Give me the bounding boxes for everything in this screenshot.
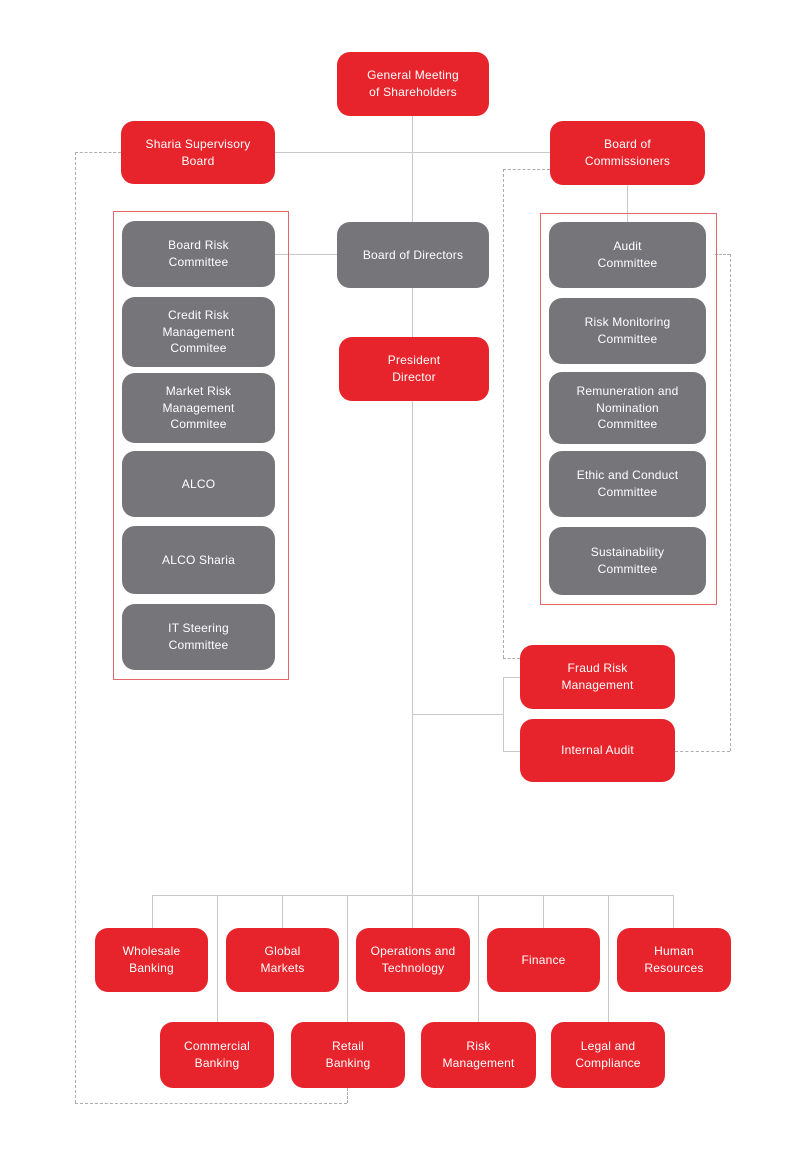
dashed-retail-up-stub bbox=[347, 1088, 348, 1103]
box-operations-and-technology: Operations and Technology bbox=[356, 928, 470, 992]
box-credit-risk-management-committee: Credit Risk Management Commitee bbox=[122, 297, 275, 367]
box-board-risk-committee: Board Risk Committee bbox=[122, 221, 275, 287]
dashed-sharia-left-stub bbox=[75, 152, 121, 153]
box-human-resources: Human Resources bbox=[617, 928, 731, 992]
connector-drop-humanresources bbox=[673, 895, 674, 928]
connector-drop-retail bbox=[347, 895, 348, 1022]
connector-center-to-bracket bbox=[412, 714, 503, 715]
box-audit-committee: Audit Committee bbox=[549, 222, 706, 288]
connector-commissioners-to-audit bbox=[627, 185, 628, 222]
connector-drop-riskmanagement bbox=[478, 895, 479, 1022]
box-president-director: President Director bbox=[339, 337, 489, 401]
connector-drop-operations bbox=[412, 895, 413, 928]
box-retail-banking: Retail Banking bbox=[291, 1022, 405, 1088]
box-alco: ALCO bbox=[122, 451, 275, 517]
right-committees-group-border bbox=[540, 213, 717, 605]
dashed-commissioners-rail bbox=[503, 169, 504, 658]
connector-top-horizontal bbox=[275, 152, 550, 153]
box-commercial-banking: Commercial Banking bbox=[160, 1022, 274, 1088]
dashed-fraudrisk-stub bbox=[503, 658, 520, 659]
dashed-internalaudit-right-stub bbox=[675, 751, 730, 752]
box-legal-and-compliance: Legal and Compliance bbox=[551, 1022, 665, 1088]
box-sustainability-committee: Sustainability Committee bbox=[549, 527, 706, 595]
connector-drop-finance bbox=[543, 895, 544, 928]
connector-center-vertical bbox=[412, 116, 413, 895]
box-remuneration-nomination-committee: Remuneration and Nomination Committee bbox=[549, 372, 706, 444]
connector-drop-legal bbox=[608, 895, 609, 1022]
box-board-of-commissioners: Board of Commissioners bbox=[550, 121, 705, 185]
connector-drop-commercial bbox=[217, 895, 218, 1022]
connector-drop-wholesale bbox=[152, 895, 153, 928]
dashed-bottom-rail bbox=[75, 1103, 347, 1104]
box-alco-sharia: ALCO Sharia bbox=[122, 526, 275, 594]
box-it-steering-committee: IT Steering Committee bbox=[122, 604, 275, 670]
box-ethic-conduct-committee: Ethic and Conduct Committee bbox=[549, 451, 706, 517]
box-global-markets: Global Markets bbox=[226, 928, 339, 992]
box-wholesale-banking: Wholesale Banking bbox=[95, 928, 208, 992]
connector-bracket-vertical bbox=[503, 677, 504, 751]
box-fraud-risk-management: Fraud Risk Management bbox=[520, 645, 675, 709]
dashed-right-rail bbox=[730, 254, 731, 751]
box-risk-monitoring-committee: Risk Monitoring Committee bbox=[549, 298, 706, 364]
box-internal-audit: Internal Audit bbox=[520, 719, 675, 782]
dashed-audit-right-stub bbox=[715, 254, 730, 255]
left-committees-group-border bbox=[113, 211, 289, 680]
box-market-risk-management-committee: Market Risk Management Commitee bbox=[122, 373, 275, 443]
box-general-meeting-of-shareholders: General Meeting of Shareholders bbox=[337, 52, 489, 116]
connector-boardrisk-to-directors bbox=[275, 254, 337, 255]
box-risk-management: Risk Management bbox=[421, 1022, 536, 1088]
connector-drop-globalmarkets bbox=[282, 895, 283, 928]
box-finance: Finance bbox=[487, 928, 600, 992]
box-board-of-directors: Board of Directors bbox=[337, 222, 489, 288]
connector-bracket-to-fraudrisk bbox=[503, 677, 520, 678]
dashed-commissioners-left-stub bbox=[503, 169, 550, 170]
dashed-left-rail bbox=[75, 152, 76, 1103]
connector-bracket-to-internalaudit bbox=[503, 751, 520, 752]
box-sharia-supervisory-board: Sharia Supervisory Board bbox=[121, 121, 275, 184]
